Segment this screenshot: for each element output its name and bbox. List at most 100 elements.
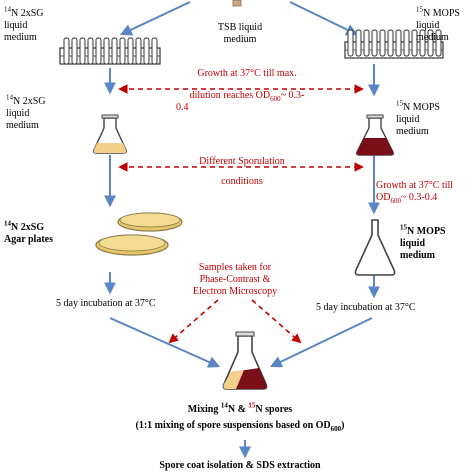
- label-14n-agar-line2: Agar plates: [4, 234, 53, 245]
- label-spor-line2: conditions: [221, 176, 263, 187]
- tsb-label: TSB liquid medium: [200, 22, 280, 46]
- test-tube-15n: [363, 29, 370, 57]
- tsb-test-tube: [232, 0, 242, 7]
- arrow-right-to-mix: [269, 317, 373, 368]
- agar-plates: [95, 212, 183, 256]
- test-tube-14n: [63, 37, 70, 65]
- label-15n-flask-line2: liquid: [396, 114, 420, 125]
- label-growth-right-line1: Growth at 37°C till: [376, 180, 454, 191]
- test-tube-15n: [355, 29, 362, 57]
- label-14n-flask-rest: N 2xSG: [13, 96, 46, 107]
- label-14n-agar-sup: 14: [4, 219, 11, 228]
- label-samples-line1: Samples taken for: [198, 262, 272, 273]
- test-tube-14n: [71, 37, 78, 65]
- label-sporulation: Different Sporulation conditions: [172, 156, 312, 188]
- label-growth-right: Growth at 37°C till OD600~ 0.3-0.4: [376, 180, 454, 205]
- test-tube-15n: [419, 29, 426, 57]
- label-growth-line3: 0.4: [176, 102, 189, 113]
- label-15n-top-rest: N MOPS: [423, 8, 460, 19]
- label-growth-line2b: ~ 0.3-: [280, 90, 305, 101]
- label-mixing-b: N &: [227, 404, 249, 415]
- label-14n-flask: 14N 2xSG liquid medium: [6, 93, 46, 132]
- test-tube-15n: [347, 29, 354, 57]
- label-mixing-sup2: 15: [248, 401, 256, 410]
- label-growth-center: Growth at 37°C till max. dilution reache…: [172, 68, 322, 114]
- label-14n-flask-line3: medium: [6, 120, 39, 131]
- label-15n-top-sup: 15: [416, 5, 423, 14]
- flask-14n-small: [93, 114, 127, 154]
- label-15n-flask-sup: 15: [396, 99, 403, 108]
- test-tube-14n: [119, 37, 126, 65]
- arrow-tsb-to-14n: [119, 1, 191, 36]
- test-tube-14n: [151, 37, 158, 65]
- label-mixing-line2-b: ): [341, 420, 345, 431]
- label-15n-flask-rest: N MOPS: [403, 102, 440, 113]
- label-15n-flask: 15N MOPS liquid medium: [396, 99, 440, 138]
- test-tube-14n: [135, 37, 142, 65]
- label-14n-top-rest: N 2xSG: [11, 8, 44, 19]
- label-samples: Samples taken for Phase-Contrast & Elect…: [170, 262, 300, 298]
- label-14n-flask-sup: 14: [6, 93, 13, 102]
- tsb-label-line1: TSB liquid: [217, 22, 263, 33]
- test-tube-14n: [127, 37, 134, 65]
- label-15n-large-rest: N MOPS: [407, 226, 446, 237]
- test-tube-14n: [95, 37, 102, 65]
- test-tube-14n: [79, 37, 86, 65]
- label-samples-line3: Electron Microscopy: [192, 286, 278, 297]
- label-spor-line1: Different Sporulation: [199, 156, 285, 167]
- tube-rack-14n: [59, 37, 161, 65]
- test-tube-15n: [395, 29, 402, 57]
- test-tube-14n: [143, 37, 150, 65]
- flask-15n-large: [354, 219, 396, 276]
- test-tube-15n: [427, 29, 434, 57]
- label-samples-line2: Phase-Contrast &: [199, 274, 271, 285]
- label-14n-agar: 14N 2xSG Agar plates: [4, 219, 53, 246]
- test-tube-15n: [411, 29, 418, 57]
- label-mixing-c: N spores: [255, 404, 293, 415]
- label-15n-liquid-top: 15N MOPS liquid medium: [416, 5, 460, 44]
- label-mixing-line2-a: (1:1 mixing of spore suspensions based o…: [135, 420, 331, 431]
- label-final: Spore coat isolation & SDS extraction: [159, 460, 321, 471]
- label-15n-large: 15N MOPS liquid medium: [400, 223, 446, 262]
- test-tube-14n: [103, 37, 110, 65]
- test-tube-15n: [387, 29, 394, 57]
- flask-15n-small: [356, 114, 394, 156]
- label-growth-right-od: OD: [376, 192, 391, 203]
- arrow-left-to-mix: [109, 317, 221, 368]
- label-incubation-left: 5 day incubation at 37°C: [56, 298, 156, 309]
- label-14n-top-line3: medium: [4, 32, 37, 43]
- label-mixing: Mixing 14N & 15N spores (1:1 mixing of s…: [92, 401, 388, 433]
- label-15n-top-line2: liquid: [416, 20, 440, 31]
- test-tube-15n: [403, 29, 410, 57]
- flask-mixing: [222, 331, 268, 390]
- label-15n-large-sup: 15: [400, 223, 407, 232]
- label-growth-line1: Growth at 37°C till max.: [197, 68, 297, 79]
- test-tube-14n: [111, 37, 118, 65]
- label-14n-liquid-top: 14N 2xSG liquid medium: [4, 5, 44, 44]
- label-14n-top-line2: liquid: [4, 20, 28, 31]
- label-15n-large-line2: liquid: [400, 238, 426, 249]
- label-growth-line2-sub: 600: [270, 95, 281, 103]
- test-tube-14n: [87, 37, 94, 65]
- label-mixing-line2-sub: 600: [330, 425, 342, 433]
- label-15n-flask-line3: medium: [396, 126, 429, 137]
- label-incubation-right: 5 day incubation at 37°C: [316, 302, 416, 313]
- tsb-label-line2: medium: [223, 34, 257, 45]
- red-arrow-samples-left: [168, 299, 219, 344]
- label-growth-right-sub: 600: [390, 197, 401, 205]
- test-tube-15n: [435, 29, 442, 57]
- label-15n-top-line3: medium: [416, 32, 449, 43]
- label-14n-top-sup: 14: [4, 5, 11, 14]
- label-15n-large-line3: medium: [400, 250, 435, 261]
- label-mixing-a: Mixing: [187, 404, 221, 415]
- test-tube-15n: [371, 29, 378, 57]
- red-arrow-samples-right: [251, 299, 302, 344]
- label-14n-flask-line2: liquid: [6, 108, 30, 119]
- label-14n-agar-rest: N 2xSG: [11, 222, 45, 233]
- label-mixing-sup1: 14: [220, 401, 228, 410]
- label-growth-line2a: dilution reaches OD: [189, 90, 271, 101]
- tube-rack-15n: [344, 29, 444, 59]
- test-tube-15n: [379, 29, 386, 57]
